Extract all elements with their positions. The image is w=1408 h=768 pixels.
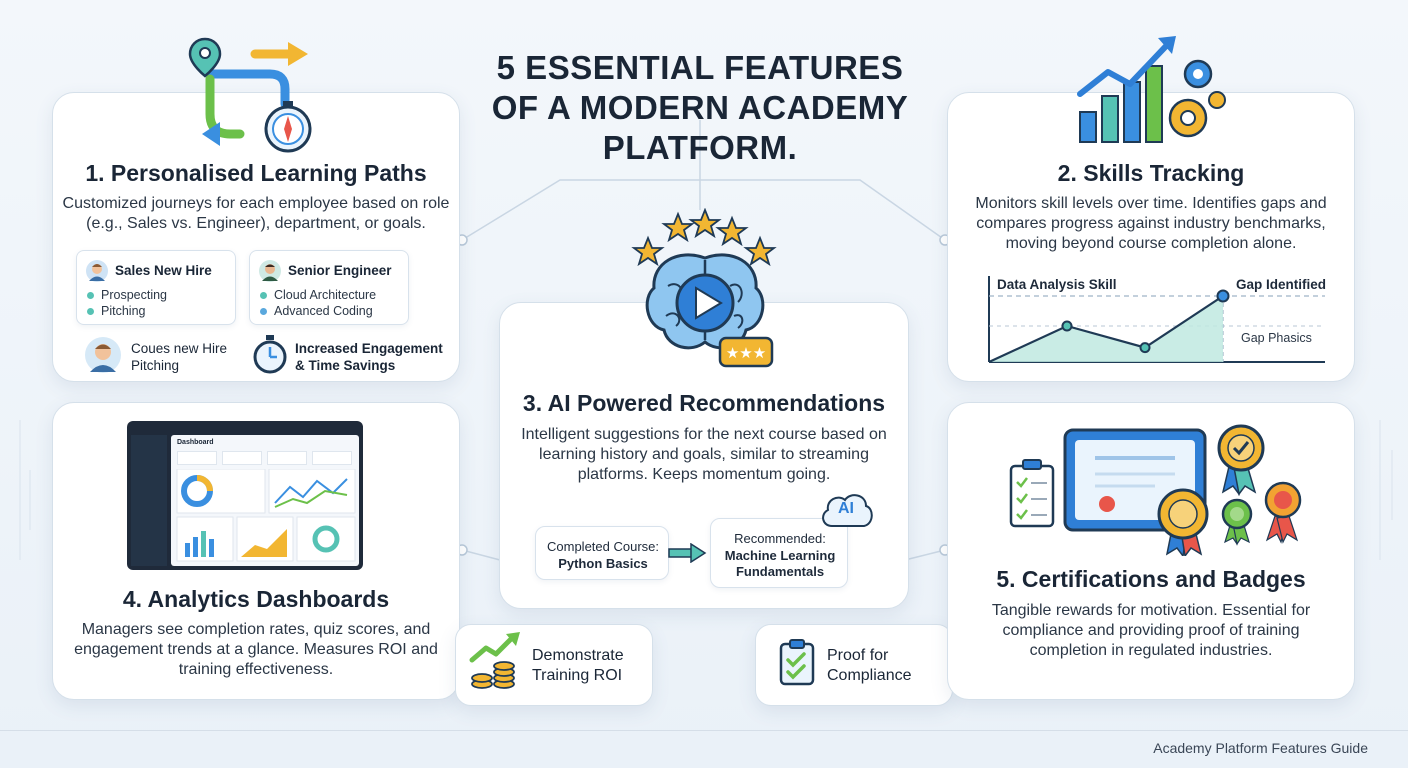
skill-data-point (1061, 320, 1073, 332)
footer-label: Academy Platform Features Guide (1153, 740, 1368, 756)
footer-divider (0, 730, 1408, 731)
profile-item: Advanced Coding (260, 304, 373, 318)
extra-profile-item: Pitching (131, 358, 180, 373)
dashboard-sidebar (131, 435, 167, 566)
skill-series-line (988, 295, 1224, 363)
skill-data-point (1216, 289, 1230, 303)
title-line-3: PLATFORM. (602, 129, 798, 166)
recommended-course-line-1: Machine Learning (724, 548, 836, 563)
title-line-2: OF A MODERN ACADEMY (491, 89, 909, 126)
profile-item: Prospecting (87, 288, 167, 302)
skill-area (989, 296, 1223, 362)
card-2-description: Monitors skill levels over time. Identif… (975, 195, 1327, 252)
card-1-description: Customized journeys for each employee ba… (62, 195, 450, 232)
benefit-engagement: Increased Engagement & Time Savings (295, 340, 443, 374)
ai-badge-text: AI (838, 500, 854, 517)
completed-course-name: Python Basics (558, 556, 648, 571)
ai-cloud-icon (822, 494, 873, 527)
card-1-title: 1. Personalised Learning Paths (85, 160, 427, 186)
certificate-badges-icon (1009, 424, 1302, 556)
profile-card-engineer[interactable]: Senior Engineer Cloud Architecture Advan… (249, 250, 409, 325)
gap-note-label: Gap Phasics (1241, 331, 1312, 345)
card-3-description: Intelligent suggestions for the next cou… (521, 426, 887, 483)
recommended-label: Recommended: (734, 531, 826, 546)
profile-card-sales[interactable]: Sales New Hire Prospecting Pitching (76, 250, 236, 325)
roi-text: Demonstrate Training ROI (532, 646, 624, 686)
dashboard-kpi (267, 451, 307, 465)
benefit-line-1: Increased Engagement (295, 341, 443, 356)
skill-line-chart (988, 276, 1325, 363)
profile-item: Cloud Architecture (260, 288, 376, 302)
extra-profile: Coues new Hire Pitching (131, 340, 227, 374)
card-4-description: Managers see completion rates, quiz scor… (74, 621, 438, 678)
coins-growth-icon (469, 632, 520, 689)
card-2-title: 2. Skills Tracking (1057, 160, 1245, 186)
compliance-line-1: Proof for (827, 647, 889, 664)
growth-chart-icon (1077, 36, 1226, 143)
benefit-line-2: & Time Savings (295, 358, 396, 373)
clipboard-check-icon (779, 639, 815, 686)
dashboard-charts (176, 469, 356, 562)
card-5-title: 5. Certifications and Badges (996, 566, 1306, 592)
roi-line-1: Demonstrate (532, 647, 624, 664)
dashboard-screenshot: Dashboard (127, 421, 363, 570)
card-learning-paths (52, 92, 460, 382)
stopwatch-icon (253, 335, 287, 374)
card-5-description: Tangible rewards for motivation. Essenti… (991, 602, 1311, 659)
profile-item: Pitching (87, 304, 145, 318)
dashboard-kpi (222, 451, 262, 465)
page-title: 5 ESSENTIAL FEATURES OF A MODERN ACADEMY… (440, 48, 960, 168)
dashboard-heading: Dashboard (177, 439, 214, 446)
profile-name: Sales New Hire (115, 263, 212, 278)
extra-profile-name: Coues new Hire (131, 341, 228, 356)
roi-line-2: Training ROI (532, 667, 623, 684)
dashboard-kpi (177, 451, 217, 465)
compliance-text: Proof for Compliance (827, 646, 911, 686)
recommended-course-line-2: Fundamentals (735, 564, 825, 579)
recommended-course-box[interactable]: Recommended: Machine Learning Fundamenta… (710, 518, 848, 588)
skill-data-point (1139, 342, 1151, 354)
completed-course-box[interactable]: Completed Course: Python Basics (535, 526, 669, 580)
profile-name: Senior Engineer (288, 263, 392, 278)
roi-callout (455, 624, 653, 706)
avatar-icon (85, 337, 121, 373)
compliance-line-2: Compliance (827, 667, 912, 684)
card-4-title: 4. Analytics Dashboards (122, 586, 390, 612)
avatar-icon (86, 260, 108, 282)
completed-label: Completed Course: (547, 539, 659, 554)
card-3-title: 3. AI Powered Recommendations (522, 390, 886, 416)
avatar-icon (259, 260, 281, 282)
route-map-icon (188, 37, 312, 153)
title-line-1: 5 ESSENTIAL FEATURES (496, 49, 904, 86)
gap-identified-label: Gap Identified (1236, 277, 1327, 292)
arrow-right-icon (668, 543, 707, 563)
brain-play-icon: ★★★ (631, 208, 777, 368)
svg-text:★★★: ★★★ (726, 344, 766, 362)
dashboard-main: Dashboard (171, 435, 359, 566)
chart-title: Data Analysis Skill (997, 277, 1117, 292)
dashboard-kpi (312, 451, 352, 465)
